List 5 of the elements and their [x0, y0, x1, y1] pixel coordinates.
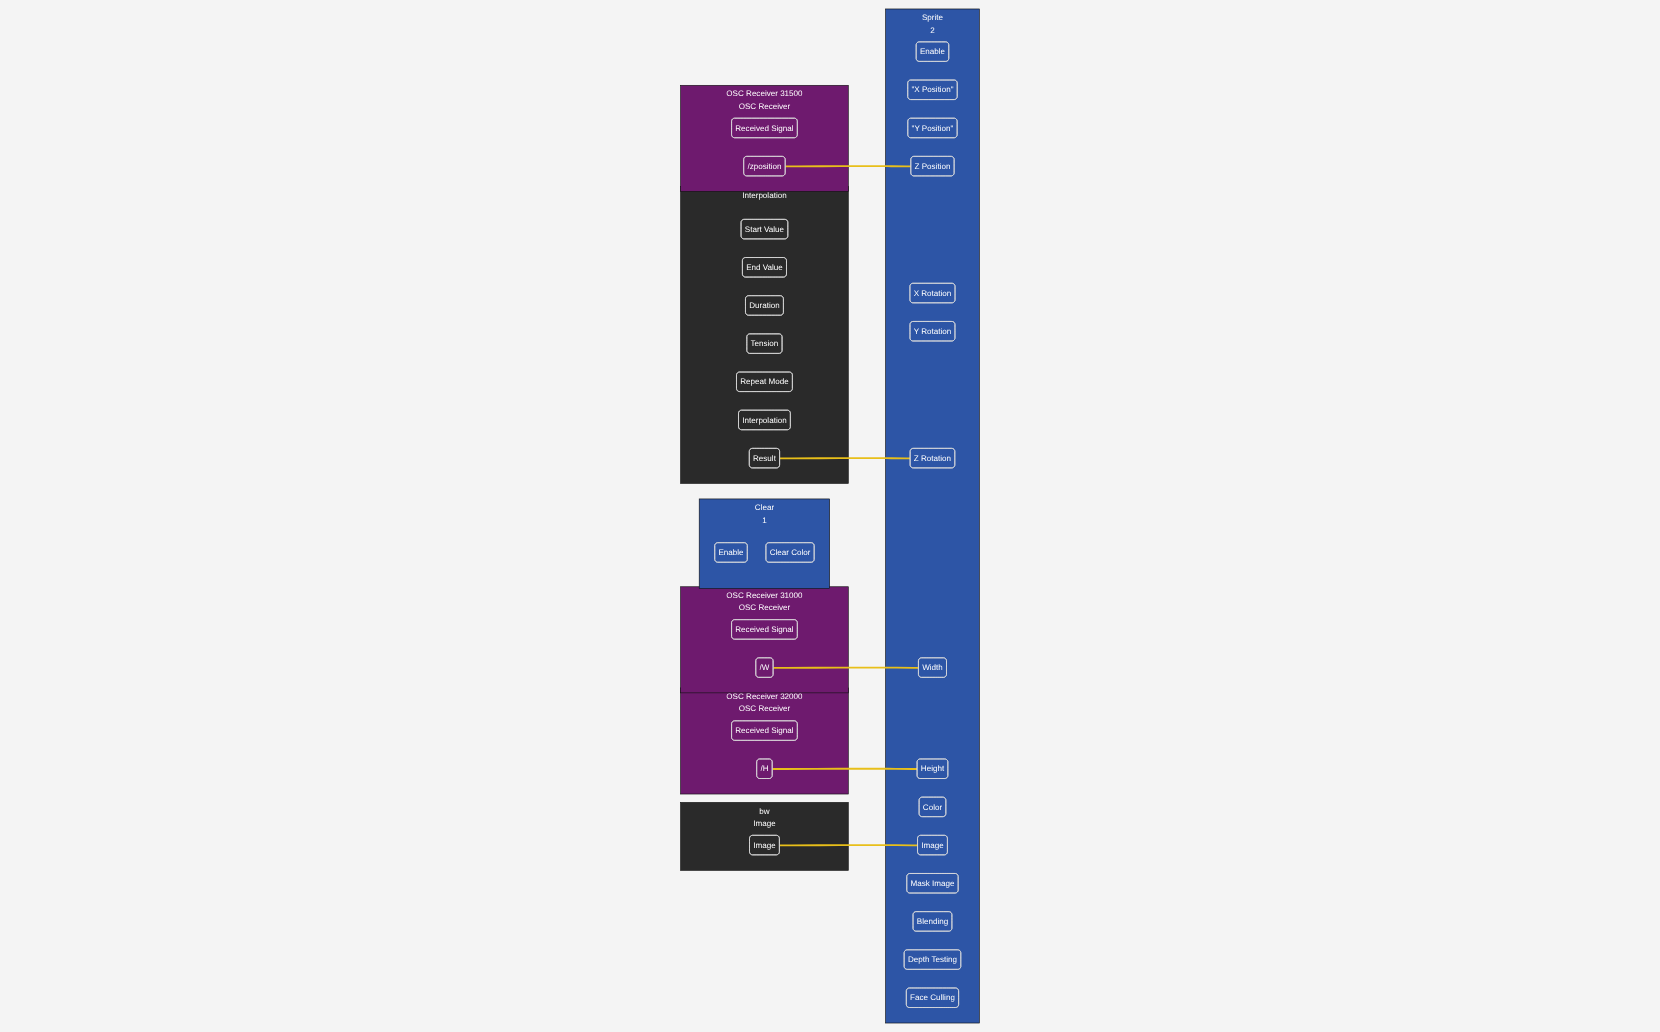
connector [771, 767, 919, 770]
connector [772, 666, 920, 669]
connector [784, 165, 913, 168]
connector [778, 844, 919, 847]
connector [779, 457, 912, 460]
